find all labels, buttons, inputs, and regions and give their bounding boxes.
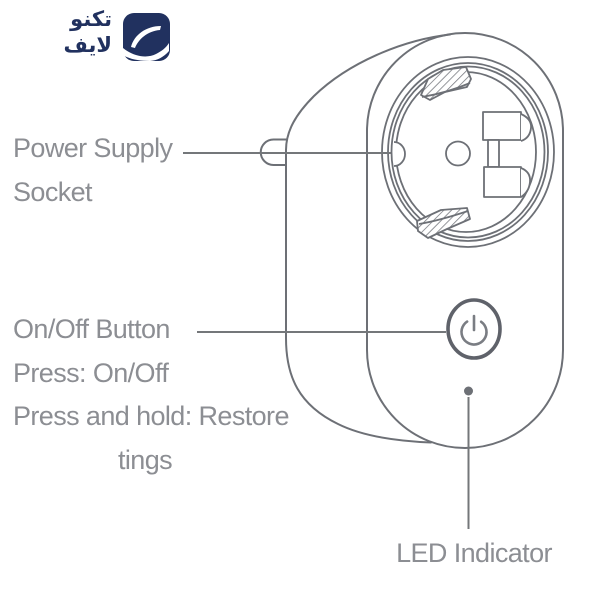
pin-holes xyxy=(482,111,532,198)
pin-hole-top-flap xyxy=(520,113,532,142)
socket-side-notch xyxy=(393,141,406,167)
led-dot-icon xyxy=(464,386,473,396)
led-title: LED Indicator xyxy=(396,538,552,568)
label-on-off-button: On/Off Button Press: On/Off Press and ho… xyxy=(13,308,289,482)
wave-swoosh-icon xyxy=(123,13,170,61)
on-off-title: On/Off Button xyxy=(13,314,170,344)
plug-back-silhouette xyxy=(285,33,451,444)
power-button xyxy=(446,298,502,360)
brand-name-line1: تكنو xyxy=(70,7,112,31)
pin-hole-bottom xyxy=(483,166,522,198)
ground-clip-top xyxy=(420,66,472,101)
pin-hole-top xyxy=(482,111,522,141)
leader-lines xyxy=(183,152,470,529)
on-off-settings-fragment: tings xyxy=(118,444,173,475)
plug-body-outline xyxy=(259,32,564,449)
plug-front-face xyxy=(366,32,564,449)
brand-name-line2: لايف xyxy=(63,33,112,57)
ground-clip-bottom xyxy=(416,207,471,239)
label-led-indicator: LED Indicator xyxy=(389,532,559,576)
power-supply-line1: Power Supply xyxy=(13,133,173,163)
socket xyxy=(381,56,555,248)
pin-hole-bottom-flap xyxy=(520,167,531,198)
label-power-supply-socket: Power Supply Socket xyxy=(13,127,173,214)
socket-rim-inner xyxy=(390,65,546,239)
brand-name-arabic: تكنو لايف xyxy=(38,6,112,58)
power-supply-line2: Socket xyxy=(13,176,93,207)
socket-center-hole xyxy=(445,140,471,167)
pin-hole-bridge xyxy=(487,139,500,168)
on-off-press-hold: Press and hold: Restore xyxy=(13,401,289,431)
on-off-press: Press: On/Off xyxy=(13,357,169,388)
power-icon xyxy=(460,314,488,346)
